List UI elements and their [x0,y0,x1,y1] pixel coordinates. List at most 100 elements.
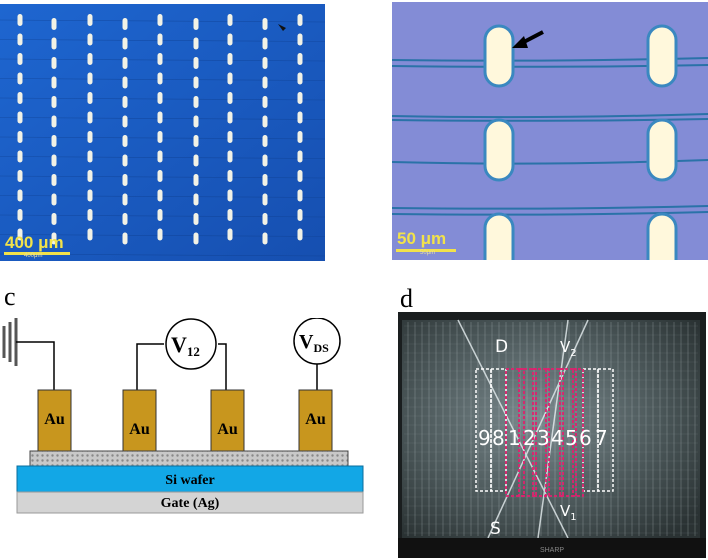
pad [227,111,233,124]
pad [87,150,93,163]
pad [157,131,163,143]
pad [51,232,57,245]
pad [262,154,268,167]
pad [297,131,303,143]
pad [227,33,233,46]
voltmeter-vds: VDS [293,318,341,365]
pad [17,150,23,163]
electrode-numbers: 9 8 1 2 3 4 5 6 7 [478,426,608,450]
screen-grid [404,322,698,536]
pad [262,232,268,245]
si-wafer-label: Si wafer [165,473,214,488]
pad [51,213,57,225]
electrode-number-4: 4 [551,426,564,450]
pad [297,228,303,241]
pad [227,170,233,182]
pad [87,189,93,202]
pad [227,14,233,26]
pad [227,53,233,65]
pad [193,115,199,128]
pad [87,228,93,241]
pad [157,111,163,124]
au-label-1: Au [44,411,65,428]
pad [122,18,128,30]
pad [227,92,233,104]
pad [122,154,128,167]
electrode-number-3: 3 [537,426,550,450]
pad [51,37,57,50]
pad [17,33,23,46]
pad [297,111,303,124]
monitor-screen [402,320,700,538]
pad [51,154,57,167]
pad [297,150,303,163]
pad [227,189,233,202]
scale-bar-a-label: 400 μm [5,233,64,252]
au-label-3: Au [217,421,238,438]
pad [262,174,268,186]
pad [122,76,128,89]
electrode-number-5: 5 [565,426,578,450]
pad [227,131,233,143]
pad [51,174,57,186]
pad [157,33,163,46]
pad [51,76,57,89]
pad [17,53,23,65]
pad [17,170,23,182]
v2-label: V2 [560,338,577,359]
pad [87,92,93,104]
pad [262,193,268,206]
pad [17,72,23,85]
pad [157,53,163,65]
pad [87,131,93,143]
pad [51,135,57,147]
pad [87,33,93,46]
scale-bar-b-small: 50μm [420,250,435,256]
scale-bar-a-small: 400μm [24,253,42,259]
scale-bar-a: 400 μm 400μm [4,233,70,259]
pad [87,72,93,85]
panel-label-d: d [400,284,413,313]
au-electrodes: Au Au Au Au [37,389,333,452]
panel-label-c: c [4,282,16,311]
panel-a-micrograph: 400 μm 400μm [0,4,325,261]
pad [297,189,303,202]
pad [122,174,128,186]
pad [193,96,199,108]
au-label-2: Au [129,421,150,438]
pad [227,72,233,85]
pad [51,57,57,69]
measured-electrodes [505,368,584,497]
pad [297,14,303,26]
pad [122,135,128,147]
pad [157,170,163,182]
pad [262,115,268,128]
pad [157,150,163,163]
pad [193,57,199,69]
ground-symbol [2,318,18,366]
electrode-pads [483,24,678,260]
panel-b-micrograph: 50 μm 50μm [392,2,708,260]
pad [193,193,199,206]
pad [17,14,23,26]
pad [193,76,199,89]
pad [157,72,163,85]
pad [262,96,268,108]
pad [157,228,163,241]
pad [262,18,268,30]
pad [17,209,23,221]
pad [17,92,23,104]
au-label-4: Au [305,411,326,428]
pad [122,213,128,225]
scale-bar-b: 50 μm 50μm [396,229,456,256]
pad [51,115,57,128]
electrode-number-6: 6 [579,426,592,450]
pad [17,111,23,124]
pad [262,37,268,50]
pad [262,76,268,89]
pad [227,209,233,221]
pad [297,72,303,85]
brand-label: SHARP [540,547,564,554]
pad [122,115,128,128]
monitor-bezel [398,538,706,558]
